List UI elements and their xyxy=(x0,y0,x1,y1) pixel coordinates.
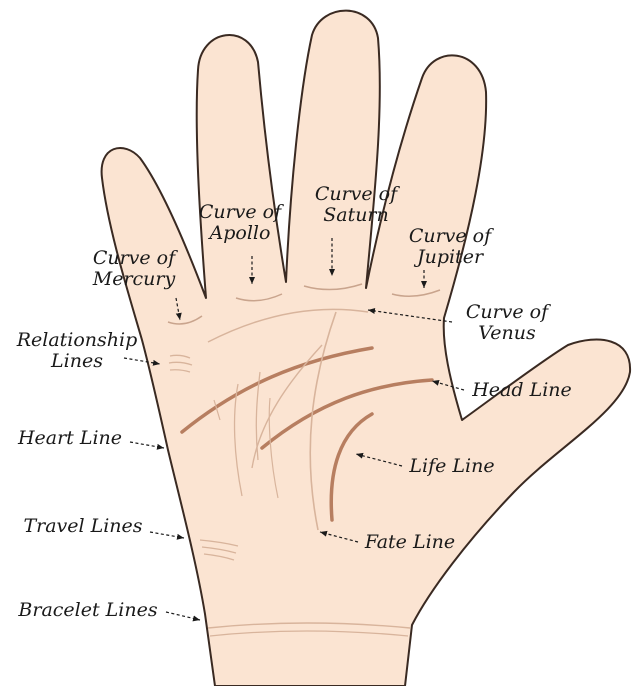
curve-saturn-line xyxy=(303,283,363,291)
label-head-line: Head Line xyxy=(472,379,572,401)
pointer-travel xyxy=(149,531,185,540)
label-heart-line: Heart Line xyxy=(17,427,123,449)
curve-venus-line xyxy=(207,308,369,343)
label-life-line: Life Line xyxy=(409,455,495,477)
travel-line xyxy=(201,546,237,554)
pointer-relationship xyxy=(123,357,161,366)
curve-apollo-line xyxy=(235,293,283,302)
bracelet-line xyxy=(209,630,409,637)
pointer-bracelet xyxy=(165,611,201,622)
minor-crease xyxy=(268,397,279,499)
label-travel-lines: Travel Lines xyxy=(23,515,143,537)
fate-line xyxy=(309,311,337,531)
pointer-life xyxy=(355,452,403,467)
relationship-line xyxy=(169,354,191,359)
pointer-head xyxy=(431,380,465,391)
bracelet-line xyxy=(207,622,411,629)
minor-crease xyxy=(255,371,261,461)
label-fate-line: Fate Line xyxy=(364,531,456,553)
minor-crease xyxy=(233,383,243,497)
travel-line xyxy=(203,553,235,561)
label-bracelet-lines: Bracelet Lines xyxy=(18,599,158,621)
head-line xyxy=(260,378,434,450)
travel-line xyxy=(199,539,239,547)
curve-jupiter-line xyxy=(391,289,441,297)
minor-crease xyxy=(213,399,221,421)
curve-mercury-line xyxy=(167,315,203,325)
pointer-mercury xyxy=(175,297,182,321)
pointer-fate xyxy=(319,530,359,543)
life-line xyxy=(329,412,374,522)
minor-crease xyxy=(251,344,323,469)
heart-line xyxy=(180,346,374,434)
pointer-heart xyxy=(129,441,165,450)
relationship-line xyxy=(169,369,191,373)
relationship-line xyxy=(168,361,193,366)
